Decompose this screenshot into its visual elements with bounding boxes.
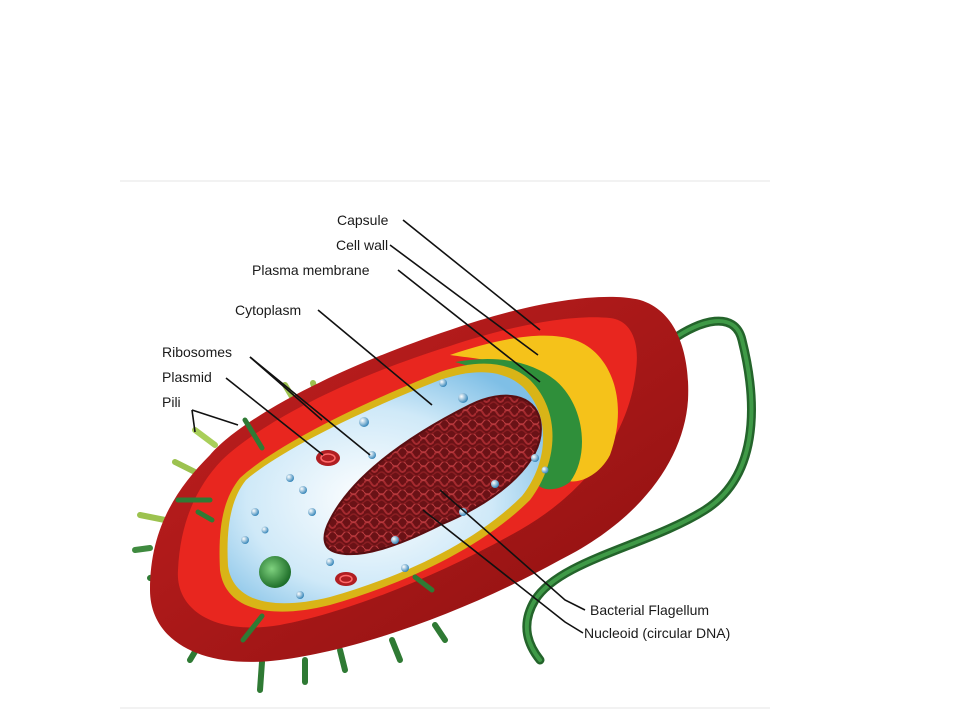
- pilus: [172, 459, 198, 475]
- leader-pili-a: [191, 409, 239, 426]
- label-plasmid: Plasmid: [162, 369, 212, 385]
- ribosome: [391, 536, 399, 544]
- leader-nucleoid: [422, 509, 584, 634]
- label-plasma-membrane: Plasma membrane: [252, 262, 370, 278]
- ribosomes-group: [241, 379, 549, 599]
- label-capsule: Capsule: [337, 212, 389, 228]
- label-ribosomes: Ribosomes: [162, 344, 232, 360]
- label-nucleoid: Nucleoid (circular DNA): [584, 625, 730, 641]
- pilus: [132, 545, 153, 553]
- leader-pili-b: [191, 409, 196, 433]
- pili-bases: [175, 417, 435, 643]
- label-cytoplasm: Cytoplasm: [235, 302, 301, 318]
- leader-bacterial-flagellum: [439, 489, 586, 611]
- ribosome: [308, 508, 316, 516]
- ribosome: [299, 486, 307, 494]
- label-bacterial-flagellum: Bacterial Flagellum: [590, 602, 709, 618]
- ribosome: [531, 454, 539, 462]
- membrane-green-band: [455, 359, 582, 490]
- ribosome: [261, 526, 269, 534]
- pilus: [257, 659, 265, 693]
- pilus: [432, 622, 448, 643]
- ribosome: [251, 508, 259, 516]
- ribosome: [326, 558, 334, 566]
- ribosome: [359, 417, 369, 427]
- plasmid: [335, 572, 357, 586]
- ribosome: [439, 379, 447, 387]
- ribosome: [296, 591, 304, 599]
- pilus: [192, 427, 218, 448]
- leader-plasmid: [225, 377, 324, 456]
- ribosome: [286, 474, 294, 482]
- pilus: [389, 637, 403, 663]
- leader-ribosomes-b: [249, 356, 371, 456]
- label-cell-wall: Cell wall: [336, 237, 388, 253]
- ribosome: [458, 393, 468, 403]
- leader-capsule: [402, 219, 541, 331]
- nucleoid-shade: [324, 395, 541, 555]
- leader-cell-wall: [389, 244, 539, 356]
- ribosome: [241, 536, 249, 544]
- pilus: [137, 512, 168, 523]
- flagellum-highlight: [524, 319, 754, 662]
- ribosome: [491, 480, 499, 488]
- ribosome: [401, 564, 409, 572]
- leader-cytoplasm: [317, 309, 433, 406]
- label-pili: Pili: [162, 394, 181, 410]
- ribosome: [541, 466, 549, 474]
- storage-granule: [259, 556, 291, 588]
- ribosome: [368, 451, 376, 459]
- leader-plasma-membrane: [397, 269, 541, 383]
- ribosome: [459, 508, 467, 516]
- pilus: [337, 647, 348, 673]
- leader-lines: [191, 219, 586, 634]
